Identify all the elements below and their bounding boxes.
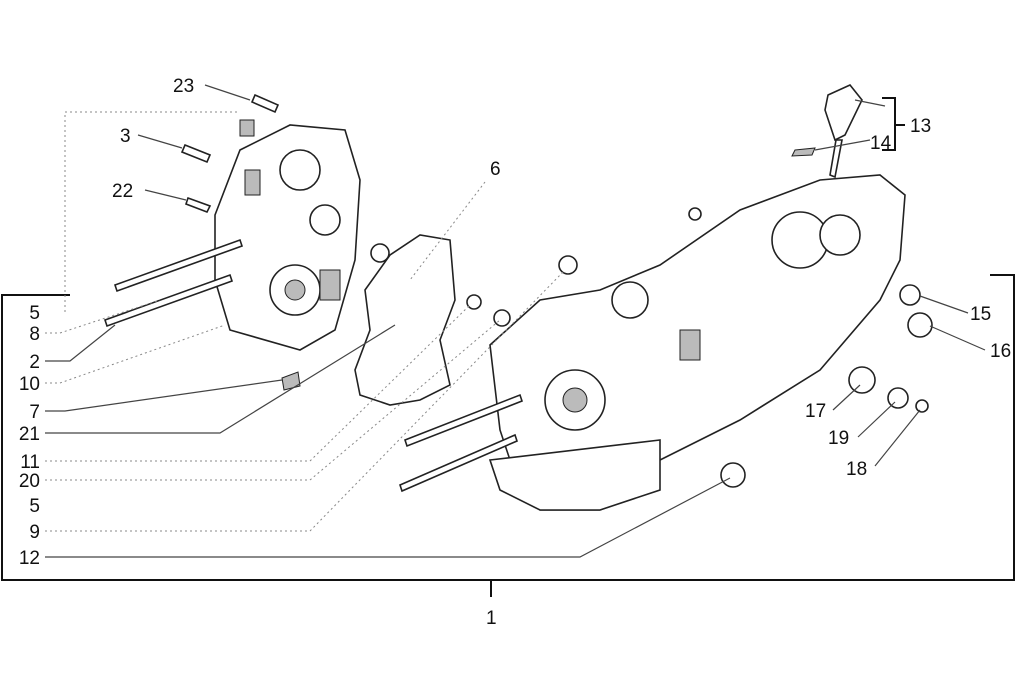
studs-right [399, 393, 523, 493]
studs-left [103, 238, 244, 328]
callout-19: 19 [828, 428, 849, 449]
callout-15: 15 [970, 304, 991, 325]
gasket [354, 234, 456, 406]
leader-lines [45, 84, 986, 558]
callout-9: 9 [29, 522, 40, 543]
callout-10: 10 [19, 374, 40, 395]
callout-11: 11 [20, 452, 40, 473]
callout-18: 18 [846, 459, 867, 480]
group-13-bracket [882, 97, 905, 151]
callout-5b: 5 [29, 496, 40, 517]
callout-14: 14 [870, 133, 892, 154]
callout-3: 3 [120, 126, 131, 147]
callout-21: 21 [19, 424, 40, 445]
callout-2: 2 [29, 352, 40, 373]
callout-6: 6 [490, 159, 501, 180]
callout-17: 17 [805, 401, 826, 422]
left-crankcase-half [214, 124, 361, 351]
assembly-bracket [1, 274, 1015, 581]
callout-8: 8 [29, 324, 40, 345]
parts-right [791, 84, 933, 413]
callout-16: 16 [990, 341, 1011, 362]
callout-1: 1 [486, 608, 497, 629]
callout-12: 12 [19, 548, 40, 569]
callout-23: 23 [173, 76, 194, 97]
screws-top-left [180, 93, 301, 391]
callout-7: 7 [29, 402, 40, 423]
callout-20: 20 [19, 471, 40, 492]
left-callout-column: 5 8 2 10 7 21 11 20 5 9 12 [19, 303, 40, 569]
callout-5: 5 [29, 303, 40, 324]
callout-13: 13 [910, 116, 931, 137]
callout-22: 22 [112, 181, 133, 202]
right-crankcase-half [488, 174, 906, 511]
